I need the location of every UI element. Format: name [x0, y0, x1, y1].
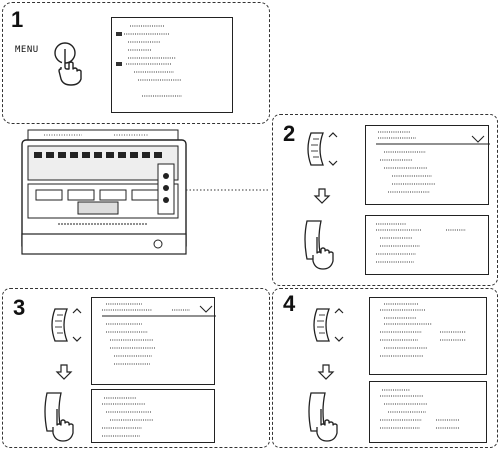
step-3-screen-top — [91, 297, 215, 385]
step-4-number: 4 — [283, 293, 295, 315]
step-3-number: 3 — [13, 297, 25, 319]
step-3-screen-bottom — [91, 389, 215, 443]
step-1-number: 1 — [11, 9, 23, 31]
finger-press-dial-icon — [43, 387, 87, 443]
step-2-screen-bottom — [365, 215, 489, 275]
step-1-panel: 1 MENU — [2, 2, 270, 124]
step-2-screen-top — [365, 125, 489, 205]
step-3-panel: 3 — [2, 288, 270, 448]
arrow-down-icon — [313, 187, 331, 205]
step-4-panel: 4 — [272, 288, 498, 448]
step-2-panel: 2 — [272, 114, 498, 286]
step-1-menu-screen — [111, 17, 233, 113]
step-1-menu-lines — [112, 18, 234, 114]
arrow-down-icon — [55, 363, 73, 381]
dial-arrows-icon — [309, 305, 345, 345]
finger-press-dial-icon — [303, 215, 347, 271]
dial-arrows-icon — [47, 305, 83, 345]
step-4-screen-top — [369, 297, 487, 375]
arrow-down-icon — [317, 363, 335, 381]
step-4-screen-bottom — [369, 381, 487, 443]
finger-press-dial-icon — [307, 387, 351, 443]
camcorder-icon — [18, 124, 198, 264]
menu-button-label: MENU — [15, 45, 39, 55]
finger-press-icon — [51, 39, 87, 87]
dial-arrows-icon — [303, 129, 339, 169]
step-2-number: 2 — [283, 123, 295, 145]
